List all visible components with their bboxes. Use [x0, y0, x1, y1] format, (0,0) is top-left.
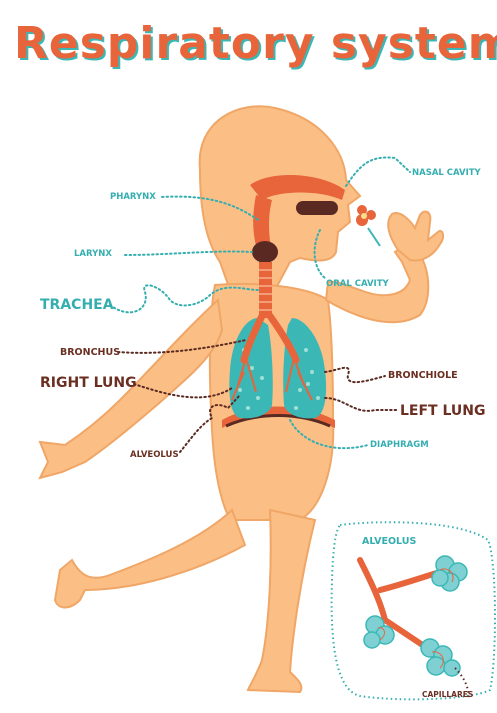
larynx [252, 241, 278, 263]
oral-cavity [296, 201, 338, 215]
label-larynx: LARYNX [74, 249, 112, 259]
flower [356, 205, 380, 246]
leg-right [248, 510, 315, 692]
label-diaphragm: DIAPHRAGM [370, 440, 429, 450]
inset-frame [332, 522, 495, 699]
leader-left-lung [325, 398, 398, 411]
label-alveolus: ALVEOLUS [130, 450, 179, 460]
leg-left [55, 510, 245, 608]
label-oral-cavity: ORAL CAVITY [326, 279, 389, 289]
label-right-lung: RIGHT LUNG [40, 375, 137, 391]
label-trachea: TRACHEA [40, 297, 114, 313]
label-bronchus: BRONCHUS [60, 347, 120, 358]
label-inset-alveolus: ALVEOLUS [362, 536, 416, 547]
head [200, 106, 360, 290]
page-title: Respiratory system [14, 18, 494, 69]
leader-bronchiole [325, 368, 385, 382]
alveolus-inset [332, 522, 495, 700]
label-nasal-cavity: NASAL CAVITY [412, 168, 481, 178]
label-capillaries: CAPILLARES [422, 690, 473, 699]
inset-alveoli-clusters [364, 556, 467, 676]
label-bronchiole: BRONCHIOLE [388, 370, 458, 381]
leader-nasal-cavity [346, 157, 410, 186]
label-left-lung: LEFT LUNG [400, 403, 485, 419]
label-pharynx: PHARYNX [110, 192, 156, 202]
